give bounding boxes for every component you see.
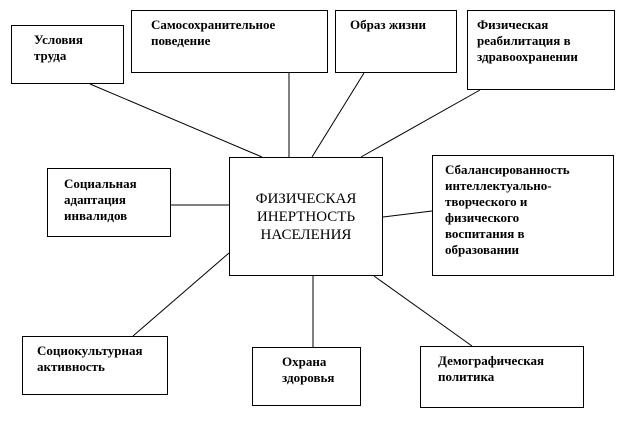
connector-lifestyle bbox=[311, 72, 365, 158]
factor-self-preservation-behavior: Самосохранительное поведение bbox=[131, 10, 328, 73]
factor-physical-rehabilitation: Физическая реабилитация в здравоохранени… bbox=[467, 10, 615, 90]
connector-sociocultural bbox=[132, 252, 230, 337]
connector-education bbox=[382, 210, 433, 218]
factor-social-adaptation: Социальная адаптация инвалидов bbox=[47, 168, 171, 237]
factor-balanced-education: Сбалансированность интеллектуально- твор… bbox=[432, 155, 614, 276]
factor-health-protection: Охрана здоровья bbox=[252, 347, 361, 406]
connector-demographic bbox=[373, 275, 473, 347]
factor-sociocultural-activity: Социокультурная активность bbox=[22, 336, 168, 395]
factor-lifestyle: Образ жизни bbox=[335, 10, 457, 73]
factor-demographic-policy: Демографическая политика bbox=[420, 346, 584, 408]
connector-rehab bbox=[360, 89, 481, 158]
central-node-physical-inertia: ФИЗИЧЕСКАЯ ИНЕРТНОСТЬ НАСЕЛЕНИЯ bbox=[229, 157, 383, 276]
factor-labor-conditions: Условия труда bbox=[11, 25, 124, 84]
connector-labor bbox=[89, 83, 263, 158]
